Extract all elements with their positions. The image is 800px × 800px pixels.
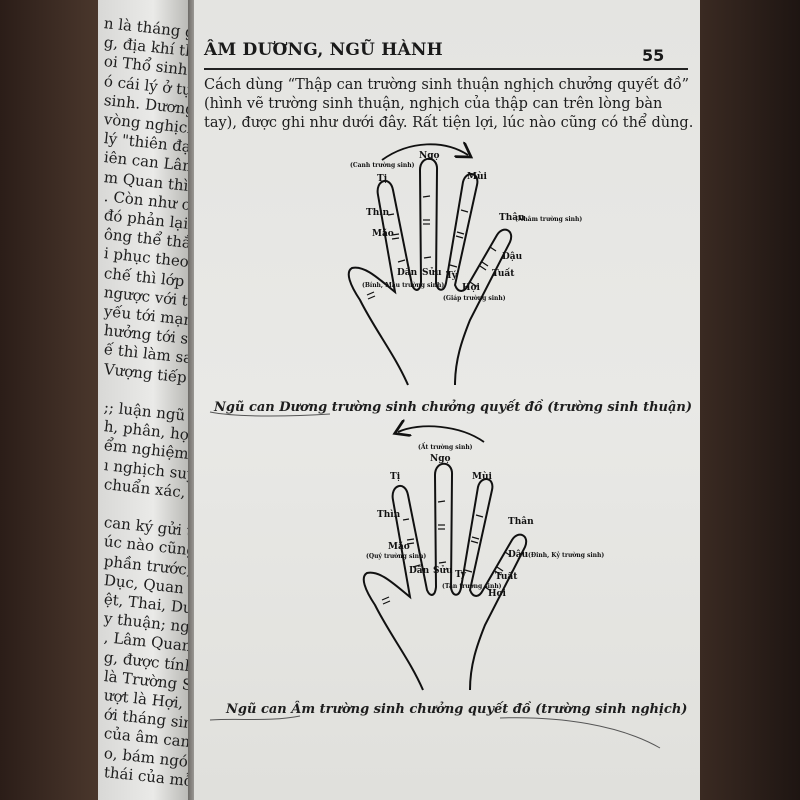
arrow-counterclockwise-icon xyxy=(398,426,485,443)
label: Mùi xyxy=(472,472,492,482)
label: (Tân trường sinh) xyxy=(442,583,502,590)
label: Tý xyxy=(455,570,466,580)
label: Ngọ xyxy=(430,454,451,464)
background-left xyxy=(0,0,98,800)
label: (Ất trường sinh) xyxy=(418,444,473,451)
label: (Quý trường sinh) xyxy=(366,553,427,560)
header-rule xyxy=(204,68,688,70)
intro-paragraph: Cách dùng “Thập can trường sinh thuận ng… xyxy=(204,76,694,133)
label: Mão xyxy=(372,229,394,239)
label: Dậu xyxy=(502,252,523,262)
figure2-caption: Ngũ can Âm trường sinh chưởng quyết đồ (… xyxy=(226,702,688,717)
pen-underline xyxy=(209,411,331,417)
label: Tuất xyxy=(495,572,518,582)
label: Ngọ xyxy=(419,151,440,161)
running-header: ÂM DƯƠNG, NGŨ HÀNH xyxy=(204,40,443,60)
label: Hợi xyxy=(462,283,480,293)
label: Sửu xyxy=(433,566,453,576)
book-gutter xyxy=(188,0,196,800)
label: (Giáp trường sinh) xyxy=(443,295,506,302)
pen-underline xyxy=(499,717,661,749)
text-line: Cách dùng “Thập can trường sinh thuận ng… xyxy=(204,77,690,93)
arrow-clockwise-icon xyxy=(381,144,468,161)
text-line: (hình vẽ trường sinh thuận, nghịch của t… xyxy=(204,96,663,112)
figure1-caption: Ngũ can Dương trường sinh chưởng quyết đ… xyxy=(214,400,693,415)
label: Dần xyxy=(409,566,430,576)
right-page: ÂM DƯƠNG, NGŨ HÀNH 55 Cách dùng “Thập ca… xyxy=(194,0,700,800)
page-number: 55 xyxy=(642,46,665,65)
label: Thân xyxy=(499,213,525,223)
background-right xyxy=(700,0,800,800)
label: Tuất xyxy=(492,269,515,279)
label: Thìn xyxy=(366,208,390,218)
label: (Bính, Mậu trường sinh) xyxy=(362,282,445,289)
label: Dậu xyxy=(508,550,529,560)
label: Thân xyxy=(508,517,534,527)
label: (Canh trường sinh) xyxy=(350,162,415,169)
label: Mão xyxy=(388,542,410,552)
label: (Nhâm trường sinh) xyxy=(515,216,583,223)
label: Hợi xyxy=(488,589,506,599)
label: (Đinh, Kỷ trường sinh) xyxy=(528,552,605,559)
label: Tý xyxy=(446,271,457,281)
label: Thìn xyxy=(377,510,401,520)
label: Tị xyxy=(377,174,388,184)
pen-underline xyxy=(209,715,301,721)
text-line: tay), được ghi như dưới đây. Rất tiện lợ… xyxy=(204,115,694,131)
label: Mùi xyxy=(467,172,487,182)
label: Sửu xyxy=(422,268,442,278)
label: Dần xyxy=(397,268,418,278)
label: Tị xyxy=(390,472,401,482)
